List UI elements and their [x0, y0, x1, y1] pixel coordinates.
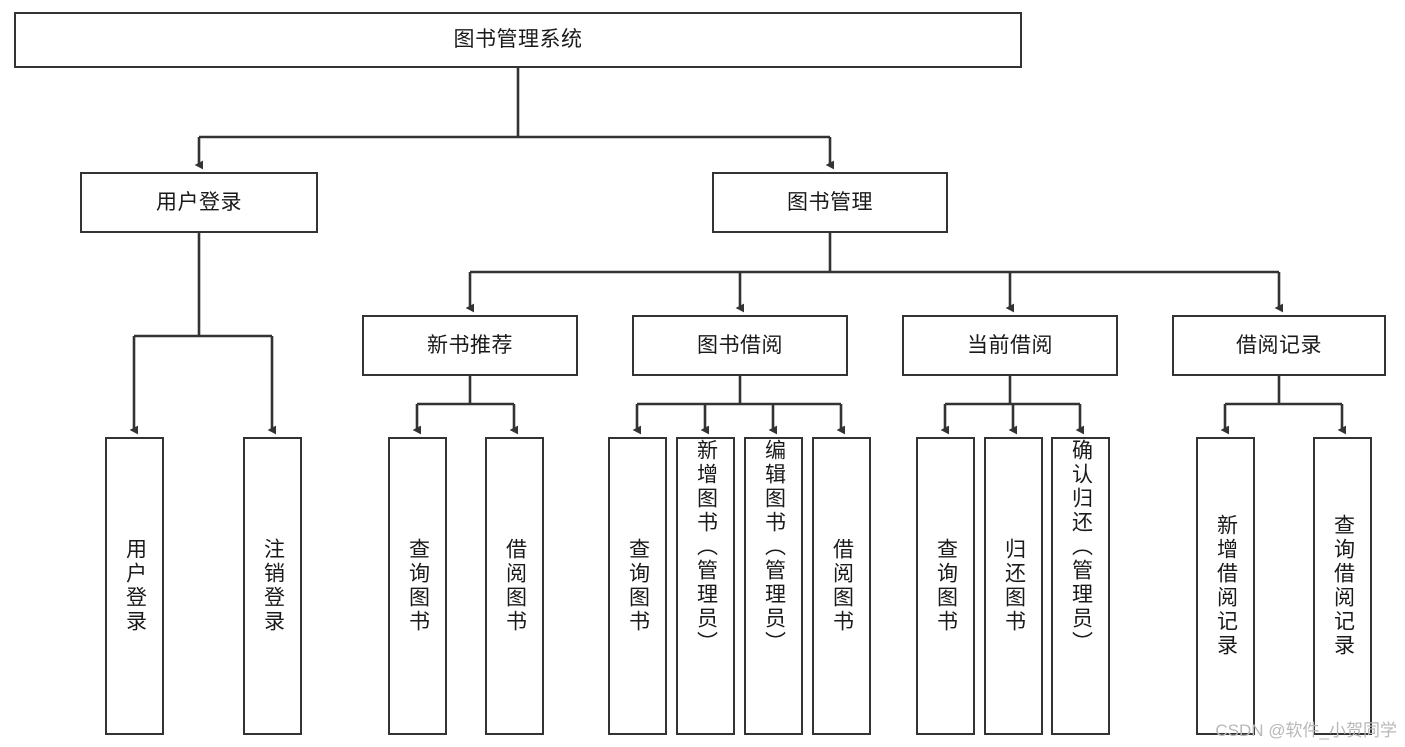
node-leaf-borrow-book-1[interactable]: 借阅图书: [485, 437, 544, 735]
node-leaf-user-login-label: 用户登录: [123, 538, 147, 634]
node-root[interactable]: 图书管理系统: [14, 12, 1022, 68]
node-leaf-borrow-book-2-label: 借阅图书: [830, 538, 854, 634]
node-leaf-return-book[interactable]: 归还图书: [984, 437, 1043, 735]
node-book-management[interactable]: 图书管理: [712, 172, 948, 233]
node-current-borrow[interactable]: 当前借阅: [902, 315, 1118, 376]
node-borrow-record[interactable]: 借阅记录: [1172, 315, 1386, 376]
node-user-login-label: 用户登录: [156, 190, 242, 214]
node-leaf-query-record-label: 查询借阅记录: [1331, 514, 1355, 658]
node-leaf-query-book-1-label: 查询图书: [406, 538, 430, 634]
node-leaf-user-logout-label: 注销登录: [261, 538, 285, 634]
node-leaf-confirm-return[interactable]: 确认归还（管理员）: [1051, 437, 1110, 735]
node-user-login[interactable]: 用户登录: [80, 172, 318, 233]
node-leaf-user-login[interactable]: 用户登录: [105, 437, 164, 735]
node-leaf-edit-book-label: 编辑图书（管理员）: [762, 439, 786, 655]
node-leaf-query-book-2[interactable]: 查询图书: [608, 437, 667, 735]
node-leaf-add-book[interactable]: 新增图书（管理员）: [676, 437, 735, 735]
node-leaf-user-logout[interactable]: 注销登录: [243, 437, 302, 735]
node-new-book-recommend[interactable]: 新书推荐: [362, 315, 578, 376]
node-book-borrow[interactable]: 图书借阅: [632, 315, 848, 376]
node-leaf-borrow-book-2[interactable]: 借阅图书: [812, 437, 871, 735]
node-leaf-query-book-1[interactable]: 查询图书: [388, 437, 447, 735]
node-leaf-query-book-3-label: 查询图书: [934, 538, 958, 634]
watermark: CSDN @软件_小贺同学: [1215, 721, 1397, 740]
node-leaf-query-record[interactable]: 查询借阅记录: [1313, 437, 1372, 735]
node-root-label: 图书管理系统: [453, 28, 583, 52]
node-leaf-query-book-2-label: 查询图书: [626, 538, 650, 634]
node-leaf-add-book-label: 新增图书（管理员）: [694, 439, 718, 655]
node-new-book-recommend-label: 新书推荐: [427, 333, 513, 357]
node-leaf-query-book-3[interactable]: 查询图书: [916, 437, 975, 735]
node-leaf-return-book-label: 归还图书: [1002, 538, 1026, 634]
node-book-borrow-label: 图书借阅: [697, 333, 783, 357]
node-book-management-label: 图书管理: [787, 190, 873, 214]
node-borrow-record-label: 借阅记录: [1236, 333, 1322, 357]
node-leaf-add-record-label: 新增借阅记录: [1214, 514, 1238, 658]
node-leaf-add-record[interactable]: 新增借阅记录: [1196, 437, 1255, 735]
node-leaf-borrow-book-1-label: 借阅图书: [503, 538, 527, 634]
node-current-borrow-label: 当前借阅: [967, 333, 1053, 357]
node-leaf-confirm-return-label: 确认归还（管理员）: [1069, 439, 1093, 655]
node-leaf-edit-book[interactable]: 编辑图书（管理员）: [744, 437, 803, 735]
